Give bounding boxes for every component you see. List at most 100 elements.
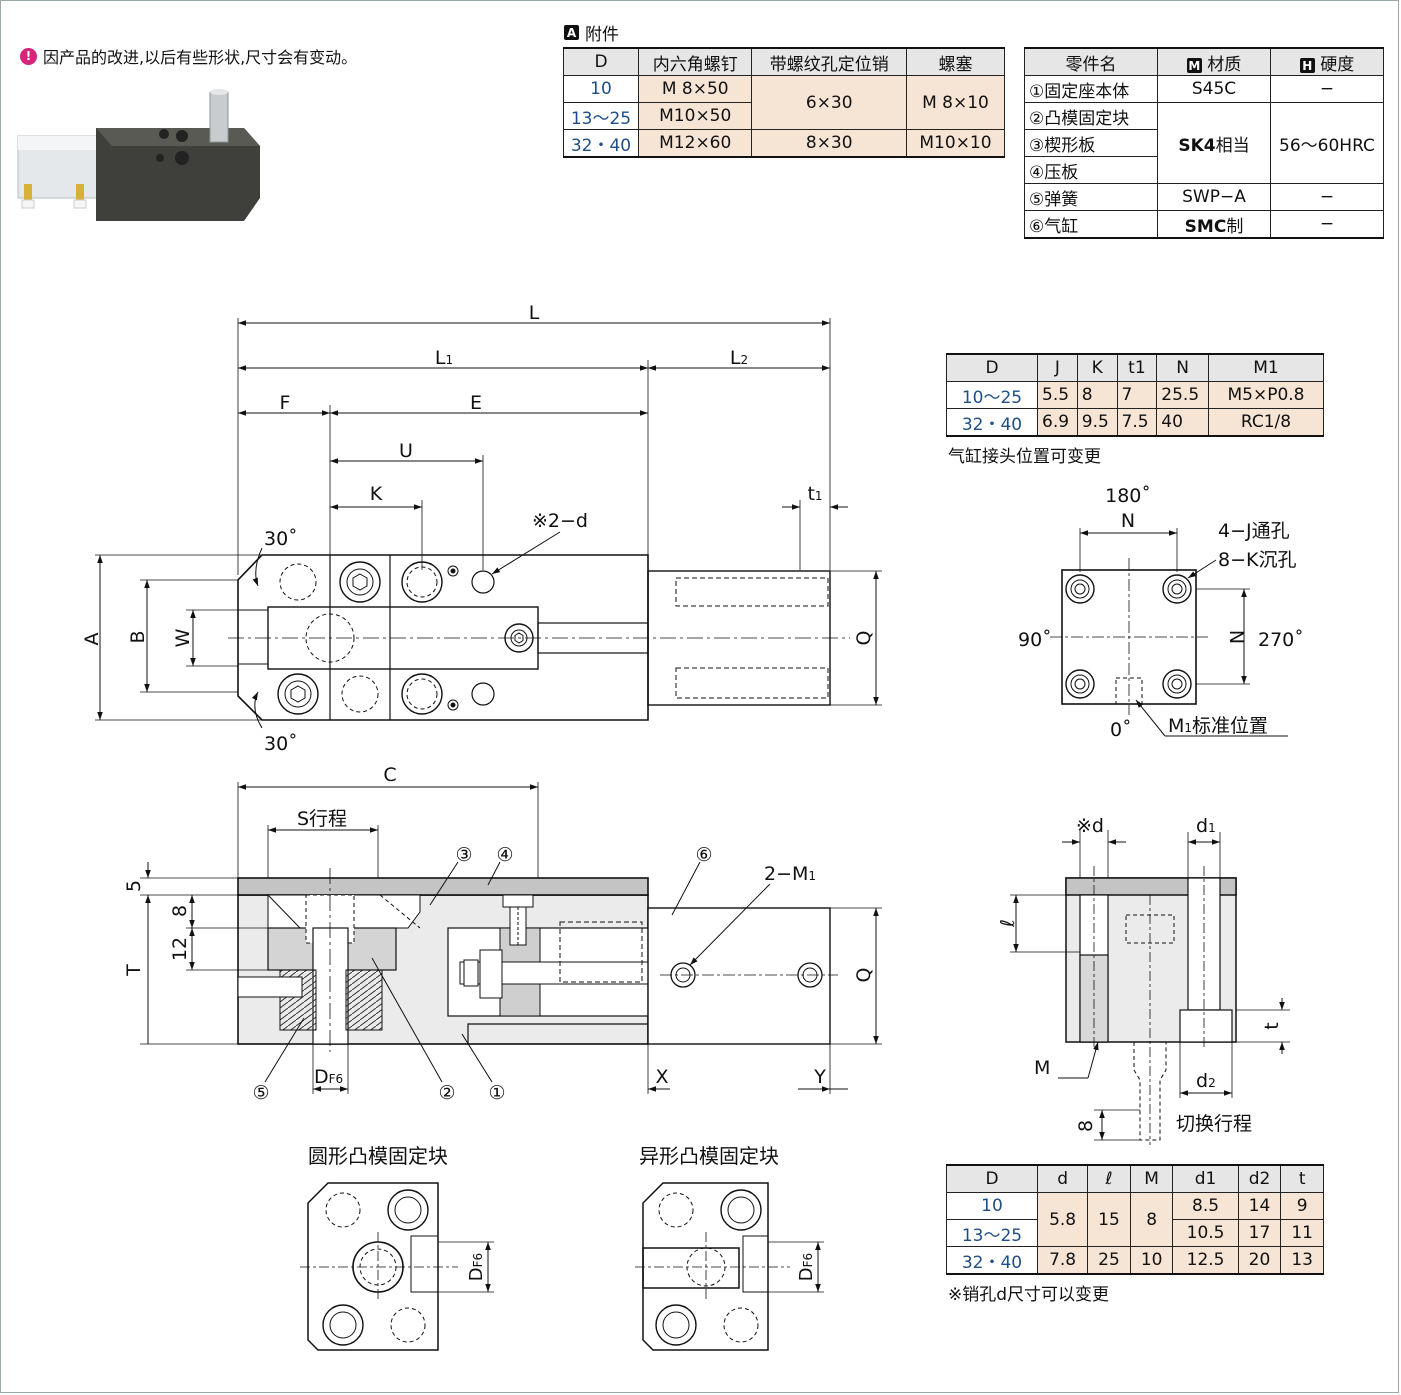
- side-view-labels: C S行程 ③ ④ ⑥ 2−M1 5 8 12 T Q DF6 X Y ⑤ ② …: [123, 764, 875, 1104]
- pd-h: d2: [1237, 1164, 1282, 1193]
- dim-d: ※d: [1076, 815, 1104, 837]
- notice-text: 因产品的改进,以后有些形状,尺寸会有变动。: [43, 48, 358, 67]
- round-dim-DF6: DF6: [466, 1253, 487, 1281]
- part-name: ④压板: [1024, 156, 1158, 184]
- switch-stroke: 切换行程: [1176, 1113, 1252, 1135]
- dim-8-pin: 8: [1075, 1120, 1097, 1132]
- dim-hole: ※2−d: [532, 510, 588, 532]
- bottom-labels: 圆形凸模固定块 异形凸模固定块 DF6 DF6: [308, 1144, 817, 1281]
- side-view: [140, 782, 882, 1094]
- angle-top: 30˚: [264, 528, 298, 550]
- part-name: ⑤弹簧: [1024, 183, 1158, 211]
- pd-d2: 17: [1237, 1219, 1282, 1247]
- dim-C: C: [383, 764, 396, 786]
- dim-t: t: [1261, 1022, 1283, 1029]
- acc-screw: M 8×50: [637, 75, 753, 103]
- acc-d: 13～25: [563, 102, 639, 130]
- jk-cell: RC1/8: [1208, 408, 1324, 437]
- shaped-punch-view: [635, 1182, 824, 1351]
- round-punch-view: [300, 1182, 494, 1351]
- jk-cell: 5.5: [1037, 381, 1078, 409]
- dim-K: K: [370, 483, 383, 505]
- top-view-labels: L L1 L2 F E U K t1 ※2−d 30˚ 30˚ A B W Q: [81, 302, 875, 755]
- dim-S: S行程: [297, 808, 347, 830]
- dim-DF6: DF6: [314, 1066, 343, 1088]
- dim-A: A: [81, 633, 103, 646]
- end-view-labels: 180˚ N 4−J通孔 8−K沉孔 90˚ N 270˚ 0˚ M1标准位置: [1018, 485, 1304, 741]
- round-punch-title: 圆形凸模固定块: [308, 1144, 448, 1168]
- cylinder-note: 气缸接头位置可变更: [948, 447, 1101, 467]
- dim-Q-side: Q: [853, 968, 875, 983]
- angle-270: 270˚: [1258, 629, 1304, 651]
- jk-cell: M5×P0.8: [1208, 381, 1324, 409]
- jk-cell: 40: [1156, 408, 1209, 437]
- callout-3: ③: [455, 844, 472, 866]
- pd-d1: 12.5: [1172, 1246, 1239, 1275]
- jk-cell: 7: [1116, 381, 1158, 409]
- part-material: SMC制: [1157, 210, 1271, 239]
- dim-F: F: [280, 392, 291, 414]
- jk-h-d: D: [946, 353, 1038, 382]
- callout-1: ①: [488, 1082, 505, 1104]
- pin-dimension-table: D d ℓ M d1 d2 t 10 5.8 15 8 8.5 14 9 13～…: [946, 1164, 1324, 1275]
- hole-K: 8−K沉孔: [1218, 549, 1296, 571]
- jk-h-t1: t1: [1116, 353, 1158, 382]
- acc-h-pin: 带螺纹孔定位销: [751, 47, 907, 76]
- notice-icon: !: [20, 47, 37, 65]
- pd-h: d1: [1172, 1164, 1239, 1193]
- accessories-title-text: 附件: [585, 25, 619, 45]
- pd-d1: 8.5: [1172, 1192, 1239, 1220]
- angle-0: 0˚: [1110, 719, 1132, 741]
- part-material: SWP−A: [1157, 183, 1271, 211]
- dim-2M1: 2−M1: [764, 863, 816, 885]
- pd-t: 11: [1280, 1219, 1324, 1247]
- acc-d: 10: [563, 75, 639, 103]
- part-hardness: 56～60HRC: [1270, 102, 1384, 184]
- m1-position: M1标准位置: [1168, 715, 1268, 737]
- pd-t: 13: [1280, 1246, 1324, 1275]
- accessories-table: D 内六角螺钉 带螺纹孔定位销 螺塞 10 M 8×50 6×30 M 8×10…: [563, 47, 1006, 158]
- angle-180: 180˚: [1105, 485, 1151, 507]
- dim-E: E: [470, 392, 482, 414]
- dim-l: ℓ: [997, 919, 1019, 928]
- part-hardness: −: [1270, 183, 1384, 211]
- angle-bottom: 30˚: [264, 733, 298, 755]
- jk-h-m1: M1: [1208, 353, 1324, 382]
- product-photo: [17, 89, 260, 221]
- jk-cell: 32・40: [946, 408, 1038, 437]
- dim-W: W: [172, 628, 194, 647]
- acc-h-screw: 内六角螺钉: [637, 47, 753, 76]
- shaped-punch-title: 异形凸模固定块: [639, 1144, 779, 1168]
- dim-L1: L1: [435, 347, 453, 369]
- part-name: ③楔形板: [1024, 129, 1158, 157]
- dim-M: M: [1034, 1057, 1050, 1079]
- acc-plug: M10×10: [905, 129, 1006, 158]
- pd-d-small: 5.8: [1036, 1192, 1089, 1247]
- parts-h-hardness: H 硬度: [1270, 47, 1384, 76]
- dim-t1: t1: [807, 483, 822, 505]
- pd-h: D: [946, 1164, 1038, 1193]
- callout-2: ②: [438, 1082, 455, 1104]
- acc-d: 32・40: [563, 129, 639, 158]
- dim-N-top: N: [1121, 510, 1135, 532]
- dim-d1: d1: [1196, 815, 1216, 837]
- parts-table: 零件名 M 材质 H 硬度 ①固定座本体 S45C − ②凸模固定块 SK4相当…: [1024, 47, 1384, 239]
- jk-cell: 6.9: [1037, 408, 1078, 437]
- jk-cell: 7.5: [1116, 408, 1158, 437]
- dim-5: 5: [123, 880, 145, 892]
- pd-l-small: 15: [1087, 1192, 1131, 1247]
- pin-note: ※销孔d尺寸可以变更: [948, 1285, 1110, 1305]
- dim-d2: d2: [1196, 1070, 1216, 1092]
- end-view: [1050, 528, 1288, 737]
- acc-h-d: D: [563, 47, 639, 76]
- pd-t: 9: [1280, 1192, 1324, 1220]
- jk-h-n: N: [1156, 353, 1209, 382]
- jk-cell: 8: [1076, 381, 1118, 409]
- pd-h: ℓ: [1087, 1164, 1131, 1193]
- jk-h-k: K: [1076, 353, 1118, 382]
- pd-h: d: [1036, 1164, 1089, 1193]
- pin-view-labels: ※d d1 ℓ t M d2 8 切换行程: [997, 815, 1283, 1135]
- accessories-badge: A: [564, 25, 579, 40]
- jk-cell: 25.5: [1156, 381, 1209, 409]
